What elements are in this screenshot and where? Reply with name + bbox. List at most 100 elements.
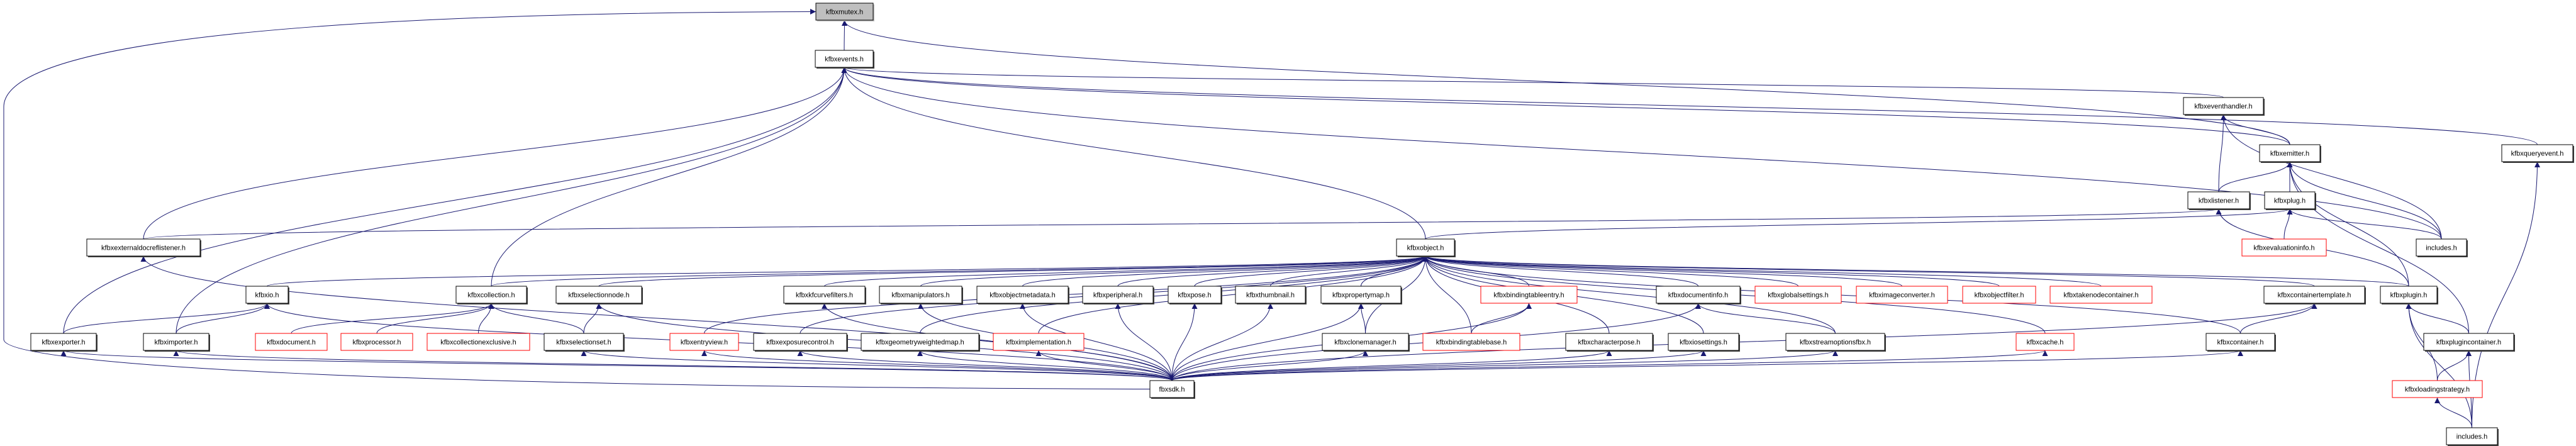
edge-fbxsdk-to-mutex <box>3 9 1151 389</box>
node-box <box>993 333 1084 351</box>
node-streamoptionsfbx[interactable]: kfbxstreamoptionsfbx.h <box>1785 333 1886 352</box>
node-bindingtablebase[interactable]: kfbxbindingtablebase.h <box>1422 333 1520 351</box>
node-eventhandler[interactable]: kfbxeventhandler.h <box>2183 97 2265 116</box>
node-box <box>1320 286 1402 304</box>
edge-externaldocreflistener-to-events <box>143 67 847 240</box>
edge-emitter-to-events <box>841 67 2290 145</box>
node-cache[interactable]: kfbxcache.h <box>2016 333 2075 351</box>
node-label: kfbxselectionset.h <box>556 339 611 347</box>
node-takenodecontainer[interactable]: kfbxtakenodecontainer.h <box>2049 286 2153 304</box>
edge-fbxsdk-to-pose <box>1171 303 1198 381</box>
node-documentinfo[interactable]: kfbxdocumentinfo.h <box>1656 286 1741 304</box>
node-propertymap[interactable]: kfbxpropertymap.h <box>1320 286 1402 304</box>
node-exposurecontrol[interactable]: kfbxexposurecontrol.h <box>753 333 848 352</box>
node-label: kfbxdocumentinfo.h <box>1668 292 1728 299</box>
edge-object-to-events <box>841 67 1426 240</box>
node-box <box>815 3 874 21</box>
node-objectmetadata[interactable]: kfbxobjectmetadata.h <box>976 286 1069 304</box>
node-box <box>1168 286 1222 304</box>
node-label: kfbxclonemanager.h <box>1334 339 1396 347</box>
edge-bindingtablebase-to-object <box>1422 255 1472 334</box>
node-loadingstrategy[interactable]: kfbxloadingstrategy.h <box>2392 380 2483 398</box>
node-fbxsdk[interactable]: fbxsdk.h <box>1149 380 1195 399</box>
edge-fbxsdk-to-thumbnail <box>1171 303 1273 381</box>
node-thumbnail[interactable]: kfbxthumbnail.h <box>1235 286 1307 304</box>
edge-includes1-to-emitter <box>2287 161 2442 240</box>
nodes-layer: kfbxmutex.h kfbxevents.h kfbxeventhandler.… <box>30 3 2574 446</box>
node-box <box>1480 286 1578 304</box>
node-io[interactable]: kfbxio.h <box>245 286 289 304</box>
node-imageconverter[interactable]: kfbximageconverter.h <box>1856 286 1948 304</box>
edge-emitter-to-eventhandler <box>2221 114 2290 145</box>
node-label: kfbxtakenodecontainer.h <box>2063 292 2138 299</box>
edge-selectionnode-to-object <box>598 255 1429 287</box>
node-processor[interactable]: kfbxprocessor.h <box>340 333 413 351</box>
node-listener[interactable]: kfbxlistener.h <box>2187 191 2251 210</box>
node-pose[interactable]: kfbxpose.h <box>1168 286 1222 304</box>
node-container[interactable]: kfbxcontainer.h <box>2205 333 2276 352</box>
node-geometryweightedmap[interactable]: kfbxgeometryweightedmap.h <box>861 333 980 352</box>
edge-fbxsdk-to-exposurecontrol <box>797 350 1173 381</box>
node-box <box>2016 333 2075 351</box>
node-box <box>861 333 979 351</box>
node-selectionset[interactable]: kfbxselectionset.h <box>544 333 625 352</box>
node-characterpose[interactable]: kfbxcharacterpose.h <box>1565 333 1654 352</box>
node-clonemanager[interactable]: kfbxclonemanager.h <box>1322 333 1410 352</box>
edge-listener-to-eventhandler <box>2218 114 2226 192</box>
node-includes2[interactable]: includes.h <box>2446 427 2499 446</box>
edge-thumbnail-to-object <box>1270 255 1429 287</box>
node-collection[interactable]: kfbxcollection.h <box>455 286 528 304</box>
node-label: kfbxstreamoptionsfbx.h <box>1800 339 1871 347</box>
node-objectfilter[interactable]: kfbxobjectfilter.h <box>1962 286 2036 304</box>
node-box <box>783 286 866 304</box>
node-includes1[interactable]: includes.h <box>2416 238 2468 257</box>
node-peripheral[interactable]: kfbxperipheral.h <box>1082 286 1154 304</box>
node-label: kfbxbindingtablebase.h <box>1436 339 1507 347</box>
node-implementation[interactable]: kfbximplementation.h <box>993 333 1084 351</box>
edge-fbxsdk-to-externaldocreflistener <box>140 255 1173 381</box>
node-entryview[interactable]: kfbxentryview.h <box>669 333 739 351</box>
node-label: kfbxmanipulators.h <box>891 292 949 299</box>
node-label: includes.h <box>2426 245 2457 252</box>
edge-fbxsdk-to-entryview <box>701 350 1173 381</box>
node-externaldocreflistener[interactable]: kfbxexternaldocreflistener.h <box>86 238 201 257</box>
node-exporter[interactable]: kfbxexporter.h <box>30 333 98 352</box>
node-label: kfbxlistener.h <box>2199 198 2239 205</box>
node-plugincontainer[interactable]: kfbxplugincontainer.h <box>2423 333 2515 352</box>
node-label: kfbxemitter.h <box>2270 150 2309 158</box>
node-box <box>1656 286 1741 304</box>
node-queryevent[interactable]: kfbxqueryevent.h <box>2501 144 2574 163</box>
node-evaluationinfo[interactable]: kfbxevaluationinfo.h <box>2241 238 2327 257</box>
node-object[interactable]: kfbxobject.h <box>1396 238 1456 257</box>
edge-selectionset-to-selectionnode <box>583 303 602 334</box>
node-collectionexclusive[interactable]: kfbxcollectionexclusive.h <box>427 333 530 351</box>
node-containertemplate[interactable]: kfbxcontainertemplate.h <box>2263 286 2366 304</box>
node-label: kfbxexternaldocreflistener.h <box>101 245 186 252</box>
node-box <box>2205 333 2275 351</box>
edge-collection-to-events <box>491 67 847 287</box>
edge-plugincontainer-to-plugin <box>2406 303 2469 334</box>
node-emitter[interactable]: kfbxemitter.h <box>2259 144 2321 163</box>
edge-loadingstrategy-to-plugincontainer <box>2437 350 2472 381</box>
node-manipulators[interactable]: kfbxmanipulators.h <box>879 286 963 304</box>
node-importer[interactable]: kfbximporter.h <box>143 333 210 352</box>
node-document[interactable]: kfbxdocument.h <box>255 333 328 351</box>
node-plugin[interactable]: kfbxplugin.h <box>2380 286 2438 304</box>
node-iosettings[interactable]: kfbxiosettings.h <box>1668 333 1740 352</box>
node-kfcurvefilters[interactable]: kfbxkfcurvefilters.h <box>783 286 866 304</box>
node-mutex[interactable]: kfbxmutex.h <box>815 3 874 21</box>
edge-manipulators-to-object <box>920 255 1429 287</box>
node-bindingtableentry[interactable]: kfbxbindingtableentry.h <box>1480 286 1578 304</box>
node-selectionnode[interactable]: kfbxselectionnode.h <box>555 286 643 304</box>
node-plug[interactable]: kfbxplug.h <box>2264 191 2316 210</box>
node-box <box>340 333 413 351</box>
edge-plugin-to-object <box>1423 255 2409 287</box>
edge-importer-to-io <box>176 303 270 334</box>
node-events[interactable]: kfbxevents.h <box>815 50 874 69</box>
node-box <box>2380 286 2438 304</box>
node-label: kfbximplementation.h <box>1006 339 1071 347</box>
node-globalsettings[interactable]: kfbxglobalsettings.h <box>1754 286 1842 304</box>
edge-documentinfo-to-object <box>1422 255 1698 287</box>
node-box <box>1856 286 1948 304</box>
node-label: kfbxexporter.h <box>42 339 85 347</box>
